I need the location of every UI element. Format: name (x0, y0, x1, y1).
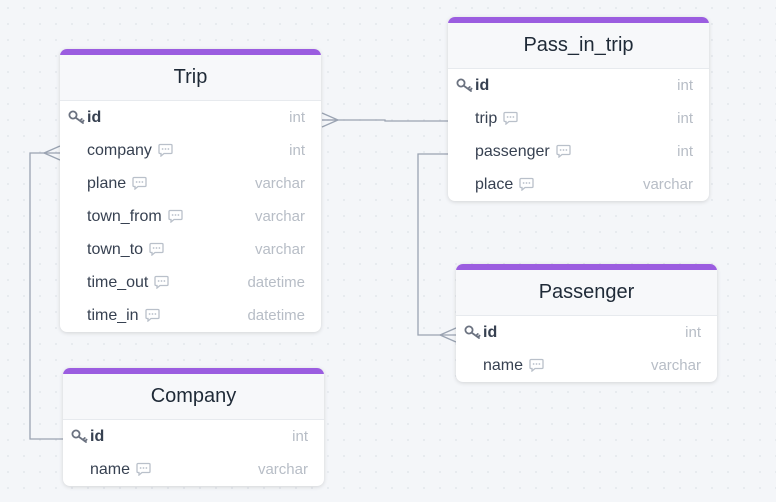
field-row-trip[interactable]: time_out datetime (60, 266, 321, 299)
field-row-pass-in-trip[interactable]: trip int (448, 102, 709, 135)
field-row-passenger[interactable]: name varchar (456, 349, 717, 382)
field-row-trip[interactable]: town_from varchar (60, 200, 321, 233)
crowfoot-trip-id (321, 112, 340, 128)
field-name: id (475, 77, 489, 95)
field-row-passenger[interactable]: id int (456, 316, 717, 349)
field-name-text: passenger (475, 142, 550, 160)
table-title: Pass_in_trip (448, 23, 709, 69)
table-header-bar (60, 49, 321, 55)
comment-icon[interactable] (168, 209, 183, 223)
field-row-pass-in-trip[interactable]: id int (448, 69, 709, 102)
field-name-text: place (475, 175, 514, 193)
field-name-text: name (90, 460, 131, 478)
table-title: Company (63, 374, 324, 420)
field-type: varchar (254, 241, 305, 258)
field-name: trip (475, 110, 518, 128)
field-row-trip[interactable]: town_to varchar (60, 233, 321, 266)
field-name-text: trip (475, 109, 498, 127)
field-list: id int name varchar (456, 316, 717, 382)
primary-key-icon (464, 325, 482, 339)
comment-icon[interactable] (158, 143, 173, 157)
field-row-trip[interactable]: plane varchar (60, 167, 321, 200)
field-name: time_out (87, 273, 170, 292)
field-type: datetime (247, 307, 305, 324)
field-name: place (475, 176, 534, 194)
field-type: int (292, 428, 308, 445)
comment-icon[interactable] (144, 308, 160, 322)
field-name-text: town_to (87, 240, 144, 258)
field-type: varchar (642, 176, 693, 193)
table-pass-in-trip[interactable]: Pass_in_trip id int trip int passenger int pla… (448, 17, 709, 201)
field-name: time_in (87, 307, 160, 325)
field-list: id int trip int passenger int place varchar (448, 69, 709, 201)
field-row-pass-in-trip[interactable]: place varchar (448, 168, 709, 201)
field-name: id (90, 428, 104, 446)
field-type: int (685, 324, 701, 341)
primary-key-icon (71, 429, 89, 443)
field-type: int (677, 143, 693, 160)
field-type: varchar (650, 357, 701, 374)
primary-key-icon (68, 110, 86, 124)
field-row-pass-in-trip[interactable]: passenger int (448, 135, 709, 168)
field-name: passenger (475, 143, 571, 161)
field-name-text: id (475, 76, 490, 94)
comment-icon[interactable] (529, 358, 544, 372)
field-name: plane (87, 175, 147, 193)
field-name: town_from (87, 208, 183, 226)
table-company[interactable]: Company id int name varchar (63, 368, 324, 486)
field-name: name (483, 357, 544, 375)
comment-icon[interactable] (136, 462, 151, 476)
field-row-company[interactable]: id int (63, 420, 324, 453)
table-header-bar (456, 264, 717, 270)
comment-icon[interactable] (503, 111, 518, 125)
field-name: id (87, 109, 101, 127)
field-name-text: id (87, 108, 102, 126)
table-title: Passenger (456, 270, 717, 316)
field-name: id (483, 324, 497, 342)
field-type: varchar (254, 208, 305, 225)
field-type: int (677, 110, 693, 127)
field-name-text: town_from (87, 207, 162, 225)
edge-pass-in-trip-trip[interactable] (322, 119, 448, 122)
table-title: Trip (60, 55, 321, 101)
field-row-trip[interactable]: time_in datetime (60, 299, 321, 332)
field-type: int (677, 77, 693, 94)
field-name-text: time_out (87, 273, 149, 291)
field-name: town_to (87, 241, 164, 259)
comment-icon[interactable] (132, 176, 147, 190)
field-type: datetime (247, 274, 305, 291)
comment-icon[interactable] (149, 242, 164, 256)
field-row-trip[interactable]: company int (60, 134, 321, 167)
comment-icon[interactable] (154, 275, 170, 289)
field-type: varchar (257, 461, 308, 478)
field-type: int (289, 142, 305, 159)
table-header-bar (63, 368, 324, 374)
field-name-text: time_in (87, 306, 139, 324)
field-name: company (87, 142, 173, 160)
table-passenger[interactable]: Passenger id int name varchar (456, 264, 717, 382)
comment-icon[interactable] (556, 144, 571, 158)
table-header-bar (448, 17, 709, 23)
field-type: varchar (254, 175, 305, 192)
field-name-text: plane (87, 174, 127, 192)
field-list: id int name varchar (63, 420, 324, 486)
crowfoot-passenger-id (438, 327, 457, 343)
field-name-text: name (483, 356, 524, 374)
edge-trip-company[interactable] (29, 152, 63, 440)
crowfoot-trip-company (42, 145, 61, 161)
primary-key-icon (456, 78, 474, 92)
field-row-trip[interactable]: id int (60, 101, 321, 134)
field-row-company[interactable]: name varchar (63, 453, 324, 486)
field-type: int (289, 109, 305, 126)
field-name-text: id (90, 427, 105, 445)
field-name: name (90, 461, 151, 479)
field-name-text: id (483, 323, 498, 341)
comment-icon[interactable] (519, 177, 534, 191)
field-name-text: company (87, 141, 152, 159)
